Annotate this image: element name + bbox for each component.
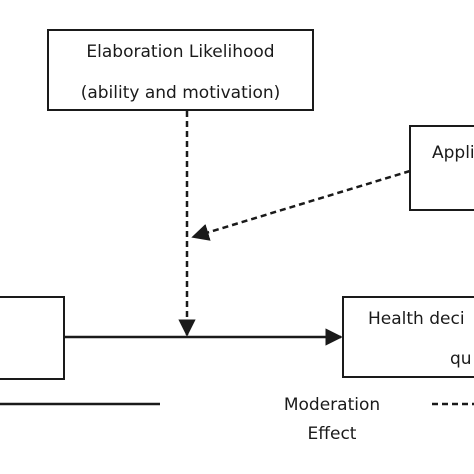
appeal-label: Appli	[432, 143, 474, 163]
legend-moderation-label-line1: Moderation	[284, 395, 380, 415]
outcome-label-line1: Health deci	[368, 309, 465, 329]
outcome-label-line2: qu	[450, 349, 472, 369]
appeal-dashed-arrow	[191, 169, 411, 241]
appeal-box	[409, 125, 474, 211]
input-node	[0, 296, 65, 380]
moderator-label-line1: Elaboration Likelihood	[86, 42, 274, 62]
outcome-node: Health deci qu	[342, 296, 474, 378]
moderator-label-line2: (ability and motivation)	[81, 83, 281, 103]
moderator-box	[47, 29, 314, 111]
input-box	[0, 296, 65, 380]
legend-moderation-label-line2: Effect	[308, 424, 357, 444]
outcome-box	[342, 296, 474, 378]
moderator-node: Elaboration Likelihood (ability and moti…	[47, 29, 314, 111]
legend: Moderation Effect	[0, 395, 474, 444]
appeal-node: Appli	[409, 125, 474, 211]
